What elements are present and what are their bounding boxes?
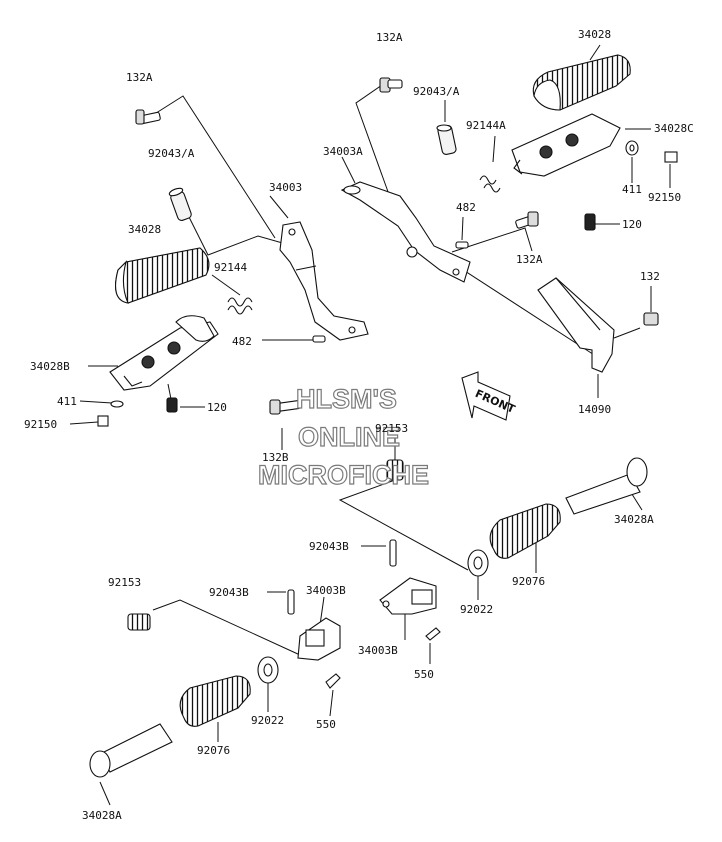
nut-92153-center	[386, 459, 404, 481]
washer-92022-left	[257, 656, 279, 684]
part-label: 92022	[460, 603, 493, 616]
bracket-34003a	[340, 181, 471, 283]
bolt-132a-right	[515, 211, 539, 229]
part-label: 34003A	[323, 145, 363, 158]
part-label: 120	[622, 218, 642, 231]
part-label: 34028C	[654, 122, 694, 135]
part-label: 482	[232, 335, 252, 348]
watermark-line-3: MICROFICHE	[258, 460, 429, 490]
part-label: 550	[414, 668, 434, 681]
part-label: 92150	[24, 418, 57, 431]
watermark-line-1: HLSM'S	[296, 384, 397, 414]
washer-92022-right	[467, 549, 489, 577]
guard-14090	[537, 277, 615, 373]
pin-92043a-right	[436, 124, 457, 155]
washer-411-right	[625, 140, 639, 156]
part-label: 92043B	[209, 586, 249, 599]
peg-34028a-right	[565, 457, 648, 515]
nut-92150-left	[97, 415, 109, 427]
part-label: 34028A	[82, 809, 122, 822]
part-label: 92043B	[309, 540, 349, 553]
part-label: 482	[456, 201, 476, 214]
grip-92076-right	[489, 503, 561, 559]
bracket-34003b-right	[379, 577, 437, 615]
part-label: 34028A	[614, 513, 654, 526]
front-direction-arrow: FRONT	[461, 371, 517, 421]
bracket-34003	[279, 221, 369, 341]
part-label: 34003B	[306, 584, 346, 597]
bolt-120-left	[166, 397, 178, 413]
part-label: 34028	[128, 223, 161, 236]
part-label: 92076	[512, 575, 545, 588]
watermark: HLSM'S ONLINE MICROFICHE	[257, 383, 429, 490]
pin-92043b-left	[287, 589, 295, 615]
pin-92043a-left	[168, 187, 192, 221]
footrest-rubber-34028-right	[532, 54, 631, 111]
part-label: 92144	[214, 261, 247, 274]
bolt-132-right	[643, 312, 659, 326]
footrest-34028b	[109, 315, 219, 391]
part-label: 411	[622, 183, 642, 196]
part-label: 132A	[516, 253, 543, 266]
part-label: 132	[640, 270, 660, 283]
grip-92076-left	[179, 675, 251, 727]
footrest-rubber-34028-left	[115, 247, 210, 304]
part-label: 92043/A	[148, 147, 195, 160]
part-label: 92076	[197, 744, 230, 757]
part-label: 92022	[251, 714, 284, 727]
pin-482-right	[455, 241, 469, 249]
spring-92144a	[479, 175, 501, 193]
part-labels: 132A 92043/A 34003 34028 92144 482 34028…	[24, 28, 694, 822]
washer-411-left	[110, 400, 124, 408]
footrest-34028c	[511, 113, 621, 177]
pin-482-left	[312, 335, 326, 343]
part-label: 92043/A	[413, 85, 460, 98]
part-label: 132A	[126, 71, 153, 84]
bolt-120-right	[584, 213, 596, 231]
part-label: 120	[207, 401, 227, 414]
part-label: 92150	[648, 191, 681, 204]
part-label: 550	[316, 718, 336, 731]
part-label: 14090	[578, 403, 611, 416]
part-label: 92144A	[466, 119, 506, 132]
bolt-132a-left	[135, 109, 161, 125]
cotter-550-right	[425, 627, 441, 641]
part-label: 92153	[375, 422, 408, 435]
bolt-132b	[269, 399, 301, 415]
nut-92150-right	[664, 151, 678, 163]
cotter-550-left	[325, 673, 341, 689]
bracket-34003b-left	[297, 617, 341, 661]
watermark-line-2: ONLINE	[298, 422, 400, 452]
part-label: 34003	[269, 181, 302, 194]
pin-92043b-center	[389, 539, 397, 567]
part-label: 92153	[108, 576, 141, 589]
peg-34028a-left	[89, 723, 173, 778]
nut-92153-left	[127, 613, 151, 631]
part-label: 411	[57, 395, 77, 408]
part-label: 34028B	[30, 360, 70, 373]
spring-92144	[227, 297, 253, 315]
part-label: 34028	[578, 28, 611, 41]
bolt-132a-top	[379, 77, 403, 93]
part-label: 132B	[262, 451, 289, 464]
part-label: 34003B	[358, 644, 398, 657]
part-label: 132A	[376, 31, 403, 44]
